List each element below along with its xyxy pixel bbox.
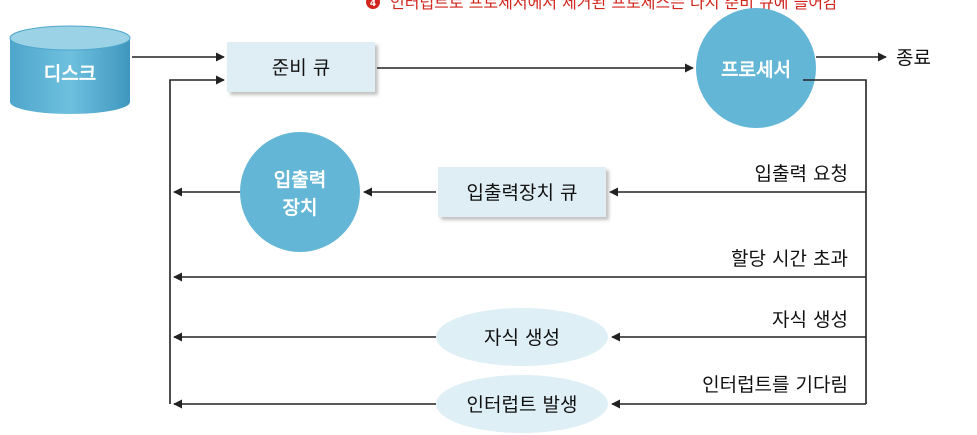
disk-node: 디스크 [9,25,131,114]
note: 4 인터럽트로 프로세서에서 제거된 프로세스는 다시 준비 큐에 들어감 [366,0,838,12]
interrupt-node: 인터럽트 발생 [436,375,608,433]
note-text: 인터럽트로 프로세서에서 제거된 프로세스는 다시 준비 큐에 들어감 [390,0,838,12]
fork-child-ellipse [436,308,608,366]
edges [132,52,887,409]
io-device-node: 입출력 장치 [240,132,360,252]
disk-cylinder-icon [10,38,130,114]
disk-label: 디스크 [44,63,96,85]
io-queue-box [438,167,606,217]
edge-label-time-slice: 할당 시간 초과 [731,248,848,270]
edge-right-trunk [803,79,867,404]
io-queue-label: 입출력장치 큐 [467,182,578,204]
io-queue-node: 입출력장치 큐 [438,167,606,217]
interrupt-label: 인터럽트 발생 [467,394,578,416]
edge-label-fork: 자식 생성 [772,309,848,331]
edge-label-io-request: 입출력 요청 [755,163,848,185]
fork-child-node: 자식 생성 [436,308,608,366]
note-marker-icon [366,0,380,9]
io-device-circle [240,132,360,252]
processor-node: 프로세서 [696,8,816,128]
io-device-label-line1: 입출력 [274,169,326,191]
edge-label-wait-interrupt: 인터럽트를 기다림 [702,374,848,396]
fork-child-label: 자식 생성 [484,327,560,349]
edge-label-exit: 종료 [896,47,931,69]
edge-left-bus-to-ready [169,75,225,404]
ready-queue-box [227,42,375,92]
ready-queue-node: 준비 큐 [227,42,375,92]
io-device-label-line2: 장치 [283,197,318,219]
processor-circle [696,8,816,128]
processor-label: 프로세서 [721,59,791,81]
note-marker: 4 [370,0,376,9]
ready-queue-label: 준비 큐 [272,57,330,79]
interrupt-ellipse [436,375,608,433]
